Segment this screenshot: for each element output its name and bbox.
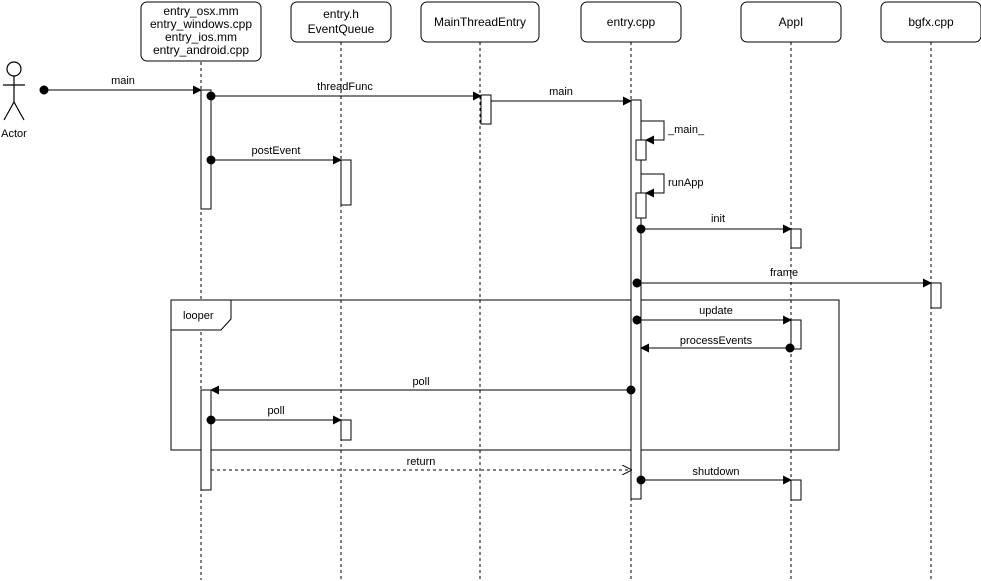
participant-line: entry_osx.mm xyxy=(163,4,238,18)
message-label-postevent: postEvent xyxy=(252,145,301,157)
actor-label: Actor xyxy=(1,128,27,140)
activations xyxy=(200,89,942,501)
actor: Actor xyxy=(1,61,27,140)
message-self-runapp xyxy=(641,173,665,198)
message-label-poll-2: poll xyxy=(267,405,284,417)
message-shutdown xyxy=(636,475,792,485)
message-frame xyxy=(632,278,932,288)
participant-line: entry_android.cpp xyxy=(153,43,249,57)
message-processevents xyxy=(640,343,795,353)
message-label-return: return xyxy=(407,456,436,468)
message-init xyxy=(636,224,792,234)
activation-main-thread-entry xyxy=(480,94,492,125)
message-label-frame: frame xyxy=(770,267,798,279)
lifelines xyxy=(200,42,932,580)
message-label-self-main: _main_ xyxy=(667,124,705,136)
message-postevent xyxy=(206,155,342,165)
participant-main-thread-entry: MainThreadEntry xyxy=(420,1,540,43)
activation-entry-cpp-main xyxy=(630,99,642,500)
message-threadfunc xyxy=(206,91,482,101)
activation-entry-platform-1 xyxy=(200,89,212,210)
message-labels: main threadFunc main _main_ postEvent ru… xyxy=(111,75,798,478)
message-label-main-2: main xyxy=(549,86,573,98)
message-label-self-runapp: runApp xyxy=(668,177,703,189)
activation-bgfx-frame xyxy=(930,282,942,309)
activation-entry-h-2 xyxy=(340,419,352,441)
message-main-1 xyxy=(39,85,202,95)
fragment-label: looper xyxy=(183,310,214,322)
activation-appi-init xyxy=(790,228,802,249)
participant-entry-h: entry.h EventQueue xyxy=(290,1,392,43)
message-label-update: update xyxy=(699,305,733,317)
message-update xyxy=(632,315,792,325)
message-label-init: init xyxy=(711,213,725,225)
message-poll-1 xyxy=(210,385,636,395)
participant-entry-cpp: entry.cpp xyxy=(580,1,682,43)
message-label-poll-1: poll xyxy=(412,376,429,388)
activation-entry-cpp-runapp xyxy=(635,192,647,219)
activation-appi-shutdown xyxy=(790,479,802,501)
participant-line: entry_windows.cpp xyxy=(150,17,252,31)
message-label-threadfunc: threadFunc xyxy=(317,81,373,93)
participant-line: MainThreadEntry xyxy=(434,15,526,29)
participant-line: entry.h xyxy=(323,7,359,21)
message-poll-2 xyxy=(206,415,342,425)
participant-appi: AppI xyxy=(740,1,842,43)
participant-line: EventQueue xyxy=(308,22,375,36)
message-self-main xyxy=(641,120,665,145)
messages xyxy=(39,85,932,485)
participant-line: AppI xyxy=(779,15,804,29)
participant-entry-platform: entry_osx.mm entry_windows.cpp entry_ios… xyxy=(140,1,262,62)
message-label-shutdown: shutdown xyxy=(692,466,739,478)
message-label-main-1: main xyxy=(111,75,135,87)
fragment-looper: looper xyxy=(170,299,840,451)
participant-bgfx-cpp: bgfx.cpp xyxy=(880,1,981,43)
activation-entry-platform-2 xyxy=(200,389,212,491)
message-label-processevents: processEvents xyxy=(680,335,753,347)
activation-appi-update xyxy=(790,319,802,350)
activation-entry-h-1 xyxy=(340,159,352,206)
participant-line: entry.cpp xyxy=(607,15,656,29)
activation-entry-cpp-main-self xyxy=(635,139,647,161)
participant-line: bgfx.cpp xyxy=(908,15,954,29)
participant-line: entry_ios.mm xyxy=(165,30,237,44)
